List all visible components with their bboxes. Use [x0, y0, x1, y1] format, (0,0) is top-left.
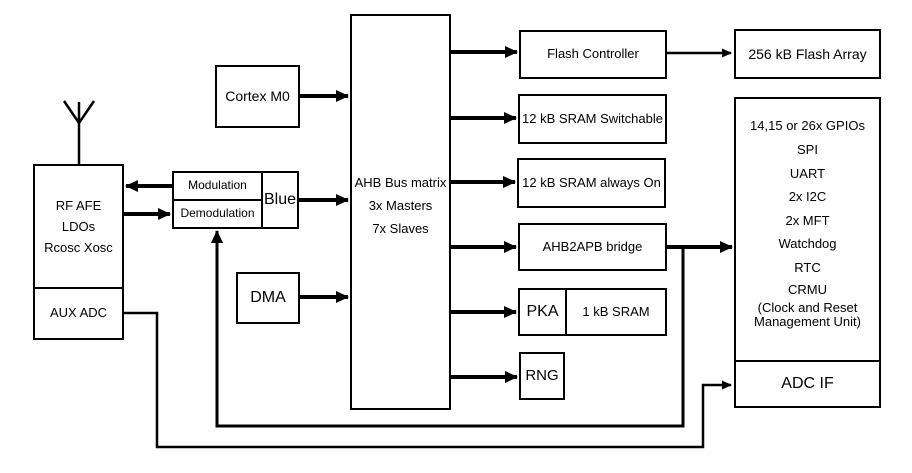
cortex-m0-box: Cortex M0 — [215, 65, 300, 128]
edge-auxadc-to-adcif — [124, 311, 732, 449]
peripherals-box: 14,15 or 26x GPIOs SPI UART 2x I2C 2x MF… — [734, 97, 881, 408]
sram-always-on-box: 12 kB SRAM always On — [517, 158, 666, 208]
rng-label: RNG — [525, 367, 559, 385]
flash-controller-box: Flash Controller — [519, 30, 667, 79]
pka-sram-label: 1 kB SRAM — [582, 303, 650, 319]
modulation-label: Modulation — [188, 178, 247, 193]
crmu-label: CRMU — [788, 282, 827, 298]
pka-section: PKA — [520, 290, 567, 334]
ahb-bus-matrix-label: AHB Bus matrix — [354, 174, 447, 190]
dma-label: DMA — [250, 288, 286, 306]
sram-always-on-label: 12 kB SRAM always On — [522, 174, 661, 190]
rng-box: RNG — [519, 352, 565, 400]
modem-column: Modulation Demodulation — [174, 173, 263, 227]
demodulation-label: Demodulation — [180, 206, 255, 221]
i2c-label: 2x I2C — [788, 189, 827, 205]
dma-box: DMA — [236, 272, 300, 324]
pka-box: PKA 1 kB SRAM — [518, 288, 667, 336]
spi-label: SPI — [797, 141, 818, 157]
ahb-slaves-label: 7x Slaves — [372, 220, 429, 236]
sram-switchable-box: 12 kB SRAM Switchable — [518, 94, 667, 144]
aux-adc-label: AUX ADC — [49, 305, 108, 321]
sram-switchable-label: 12 kB SRAM Switchable — [522, 110, 663, 126]
aux-adc-section: AUX ADC — [35, 289, 122, 338]
adc-if-box: ADC IF — [736, 359, 879, 406]
ahb2apb-bridge-box: AHB2APB bridge — [518, 223, 667, 271]
ahb-bus-matrix-box: AHB Bus matrix 3x Masters 7x Slaves — [350, 14, 451, 410]
rcosc-xosc-label: Rcosc Xosc — [44, 240, 113, 255]
crmu-subtitle-line1: (Clock and Reset — [757, 299, 858, 315]
rf-afe-label: RF AFE — [55, 198, 102, 213]
demodulation-box: Demodulation — [174, 199, 261, 227]
uart-label: UART — [789, 165, 826, 181]
adc-if-label: ADC IF — [781, 374, 834, 392]
pka-sram-section: 1 kB SRAM — [567, 290, 665, 334]
ahb-masters-label: 3x Masters — [368, 197, 433, 213]
peripherals-list: 14,15 or 26x GPIOs SPI UART 2x I2C 2x MF… — [736, 99, 879, 360]
gpios-label: 14,15 or 26x GPIOs — [750, 118, 865, 134]
rf-afe-box: RF AFE LDOs Rcosc Xosc AUX ADC — [33, 164, 124, 340]
flash-controller-label: Flash Controller — [547, 46, 639, 62]
rtc-label: RTC — [794, 259, 821, 275]
watchdog-label: Watchdog — [778, 236, 837, 252]
rf-afe-section: RF AFE LDOs Rcosc Xosc — [35, 166, 122, 289]
pka-label: PKA — [526, 302, 559, 320]
ahb2apb-bridge-label: AHB2APB bridge — [542, 238, 643, 254]
ldos-label: LDOs — [61, 219, 96, 234]
modem-box: Modulation Demodulation Blue — [172, 171, 299, 229]
antenna-icon — [62, 100, 96, 164]
blue-box: Blue — [263, 173, 297, 227]
flash-array-box: 256 kB Flash Array — [734, 29, 881, 79]
flash-array-label: 256 kB Flash Array — [748, 45, 867, 62]
cortex-m0-label: Cortex M0 — [225, 88, 290, 105]
mft-label: 2x MFT — [785, 212, 830, 228]
crmu-subtitle-line2: Management Unit) — [754, 313, 861, 329]
blue-label: Blue — [263, 190, 297, 208]
edge-ahb2apb-to-demodulation — [211, 230, 685, 428]
modulation-box: Modulation — [174, 173, 261, 199]
